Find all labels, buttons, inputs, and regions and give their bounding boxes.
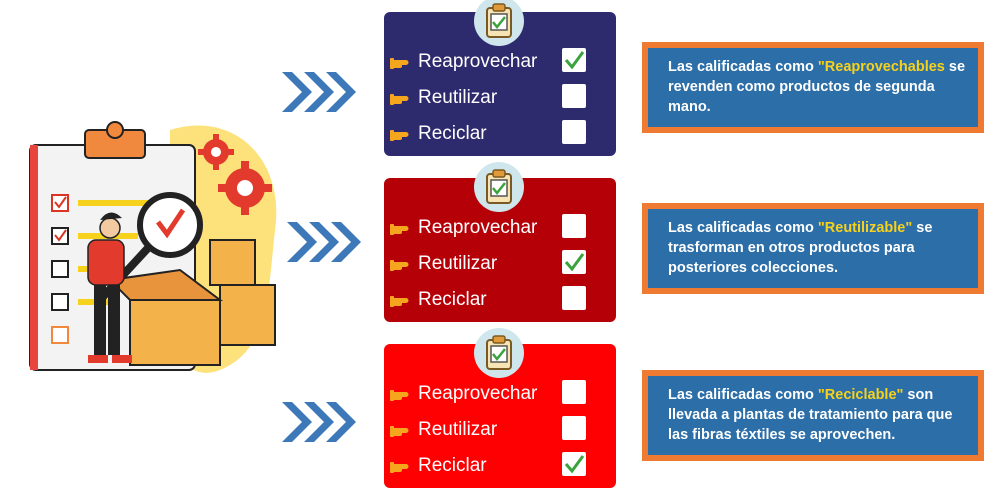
note-highlight: "Reutilizable" bbox=[817, 220, 913, 236]
note-reaprovechables: Las calificadas como "Reaprovechables se… bbox=[642, 42, 984, 133]
note-highlight: "Reciclable" bbox=[817, 387, 904, 403]
option-label: Reaprovechar bbox=[418, 383, 538, 404]
pointing-hand-icon bbox=[390, 94, 409, 105]
option-reciclar[interactable]: Reciclar bbox=[390, 286, 610, 314]
checklist-illustration bbox=[29, 121, 277, 373]
cardboard-box bbox=[129, 299, 221, 366]
option-checkbox[interactable] bbox=[562, 120, 586, 144]
chevron-arrow-icon bbox=[287, 222, 361, 262]
gear-icon bbox=[198, 134, 234, 170]
option-checkbox[interactable] bbox=[562, 452, 586, 476]
option-checkbox[interactable] bbox=[562, 380, 586, 404]
pointing-hand-icon bbox=[390, 390, 409, 401]
clipboard-check-icon bbox=[474, 0, 524, 46]
cardboard-box bbox=[219, 284, 276, 346]
pointing-hand-icon bbox=[390, 58, 409, 69]
pointing-hand-icon bbox=[390, 296, 409, 307]
option-checkbox[interactable] bbox=[562, 214, 586, 238]
option-checkbox[interactable] bbox=[562, 416, 586, 440]
pointing-hand-icon bbox=[390, 130, 409, 141]
person-figure bbox=[87, 212, 132, 363]
option-checkbox[interactable] bbox=[562, 286, 586, 310]
note-highlight: "Reaprovechables bbox=[817, 59, 945, 75]
option-reutilizar[interactable]: Reutilizar bbox=[390, 84, 610, 112]
pointing-hand-icon bbox=[390, 462, 409, 473]
pointing-hand-icon bbox=[390, 260, 409, 271]
option-label: Reciclar bbox=[418, 289, 487, 310]
cardboard-box bbox=[209, 239, 256, 286]
option-label: Reutilizar bbox=[418, 253, 498, 274]
option-reaprovechar[interactable]: Reaprovechar bbox=[390, 214, 610, 242]
pointing-hand-icon bbox=[390, 224, 409, 235]
option-checkbox[interactable] bbox=[562, 48, 586, 72]
pointing-hand-icon bbox=[390, 426, 409, 437]
gear-icon bbox=[218, 161, 272, 215]
checkmark-icon bbox=[564, 455, 585, 474]
note-rest: son llevada a plantas de tratamiento par… bbox=[668, 387, 953, 443]
note-lead: Las calificadas como bbox=[668, 220, 818, 236]
chevron-arrow-icon bbox=[282, 402, 356, 442]
checkmark-icon bbox=[564, 253, 585, 272]
option-reaprovechar[interactable]: Reaprovechar bbox=[390, 48, 610, 76]
note-reciclable: Las calificadas como "Reciclable" son ll… bbox=[642, 370, 984, 461]
clipboard-check-icon bbox=[474, 162, 524, 212]
checkmark-icon bbox=[564, 51, 585, 70]
note-reutilizable: Las calificadas como "Reutilizable" se t… bbox=[642, 203, 984, 294]
option-reaprovechar[interactable]: Reaprovechar bbox=[390, 380, 610, 408]
option-checkbox[interactable] bbox=[562, 250, 586, 274]
option-label: Reciclar bbox=[418, 455, 487, 476]
note-rest: se revenden como productos de segunda ma… bbox=[668, 59, 966, 115]
option-label: Reutilizar bbox=[418, 419, 498, 440]
option-reutilizar[interactable]: Reutilizar bbox=[390, 250, 610, 278]
option-label: Reciclar bbox=[418, 123, 487, 144]
option-label: Reaprovechar bbox=[418, 51, 538, 72]
note-rest: se trasforman en otros productos para po… bbox=[668, 220, 933, 276]
option-checkbox[interactable] bbox=[562, 84, 586, 108]
option-label: Reaprovechar bbox=[418, 217, 538, 238]
option-reciclar[interactable]: Reciclar bbox=[390, 120, 610, 148]
option-reutilizar[interactable]: Reutilizar bbox=[390, 416, 610, 444]
option-reciclar[interactable]: Reciclar bbox=[390, 452, 610, 480]
chevron-arrow-icon bbox=[282, 72, 356, 112]
clipboard-check-icon bbox=[474, 328, 524, 378]
option-label: Reutilizar bbox=[418, 87, 498, 108]
note-lead: Las calificadas como bbox=[668, 59, 818, 75]
note-lead: Las calificadas como bbox=[668, 387, 818, 403]
